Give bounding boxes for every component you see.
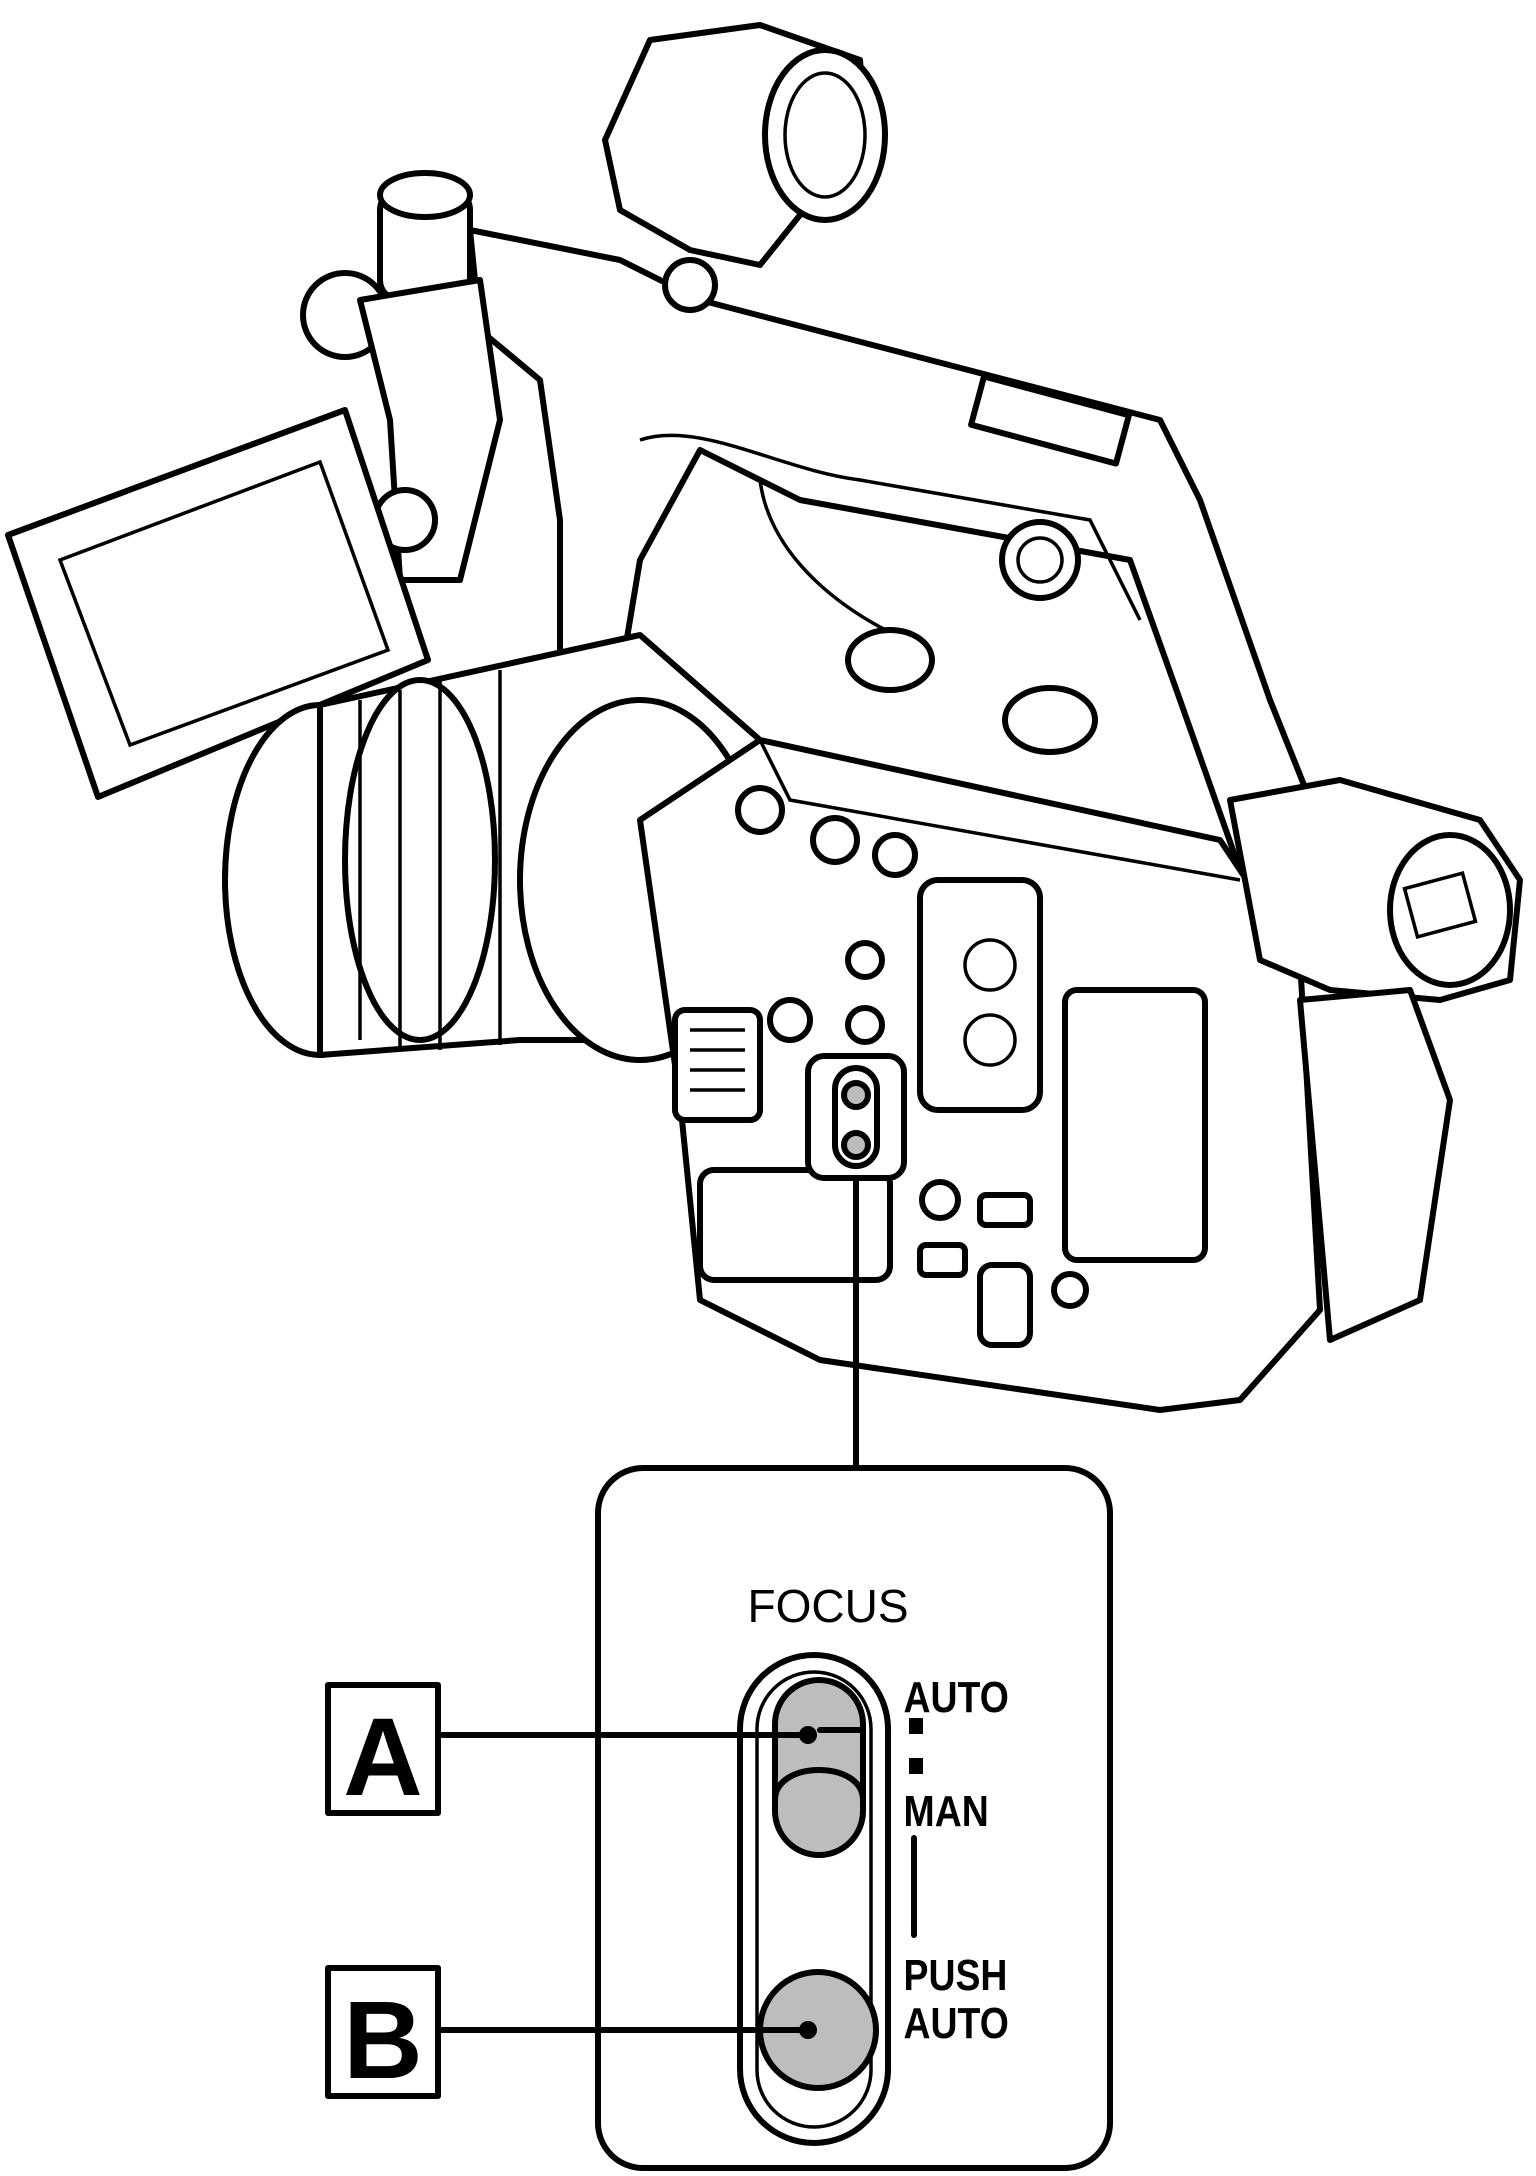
top-handle: [467, 227, 1333, 873]
marker-a: A: [325, 1682, 817, 1819]
position-mark-man: [909, 1758, 923, 1774]
marker-b-letter: B: [343, 1979, 422, 2102]
label-auto: AUTO: [904, 1672, 1009, 1722]
position-mark-auto: [909, 1718, 923, 1734]
label-push: PUSH: [904, 1950, 1008, 2000]
camera-body: [637, 737, 1323, 1413]
zoom-grip-post: [300, 170, 503, 583]
marker-b-dot: [799, 2021, 817, 2039]
label-push-auto: AUTO: [904, 1998, 1009, 2048]
focus-title: FOCUS: [748, 1580, 909, 1632]
focus-switch-location: [805, 1053, 907, 1181]
focus-mode-slider: [772, 1677, 866, 1858]
microphone-holder: [602, 22, 888, 268]
camcorder-illustration: [5, 22, 1523, 1413]
marker-a-letter: A: [343, 1696, 422, 1819]
viewfinder-eyecup: [1227, 777, 1523, 1343]
marker-a-dot: [799, 1726, 817, 1744]
label-man: MAN: [904, 1786, 989, 1836]
marker-b: B: [325, 1965, 817, 2102]
focus-callout: FOCUS AUTO MAN PUSH AUTO: [595, 1465, 1113, 2171]
switch-inner-capsule: [755, 1670, 873, 2129]
lcd-panel: [5, 407, 431, 800]
